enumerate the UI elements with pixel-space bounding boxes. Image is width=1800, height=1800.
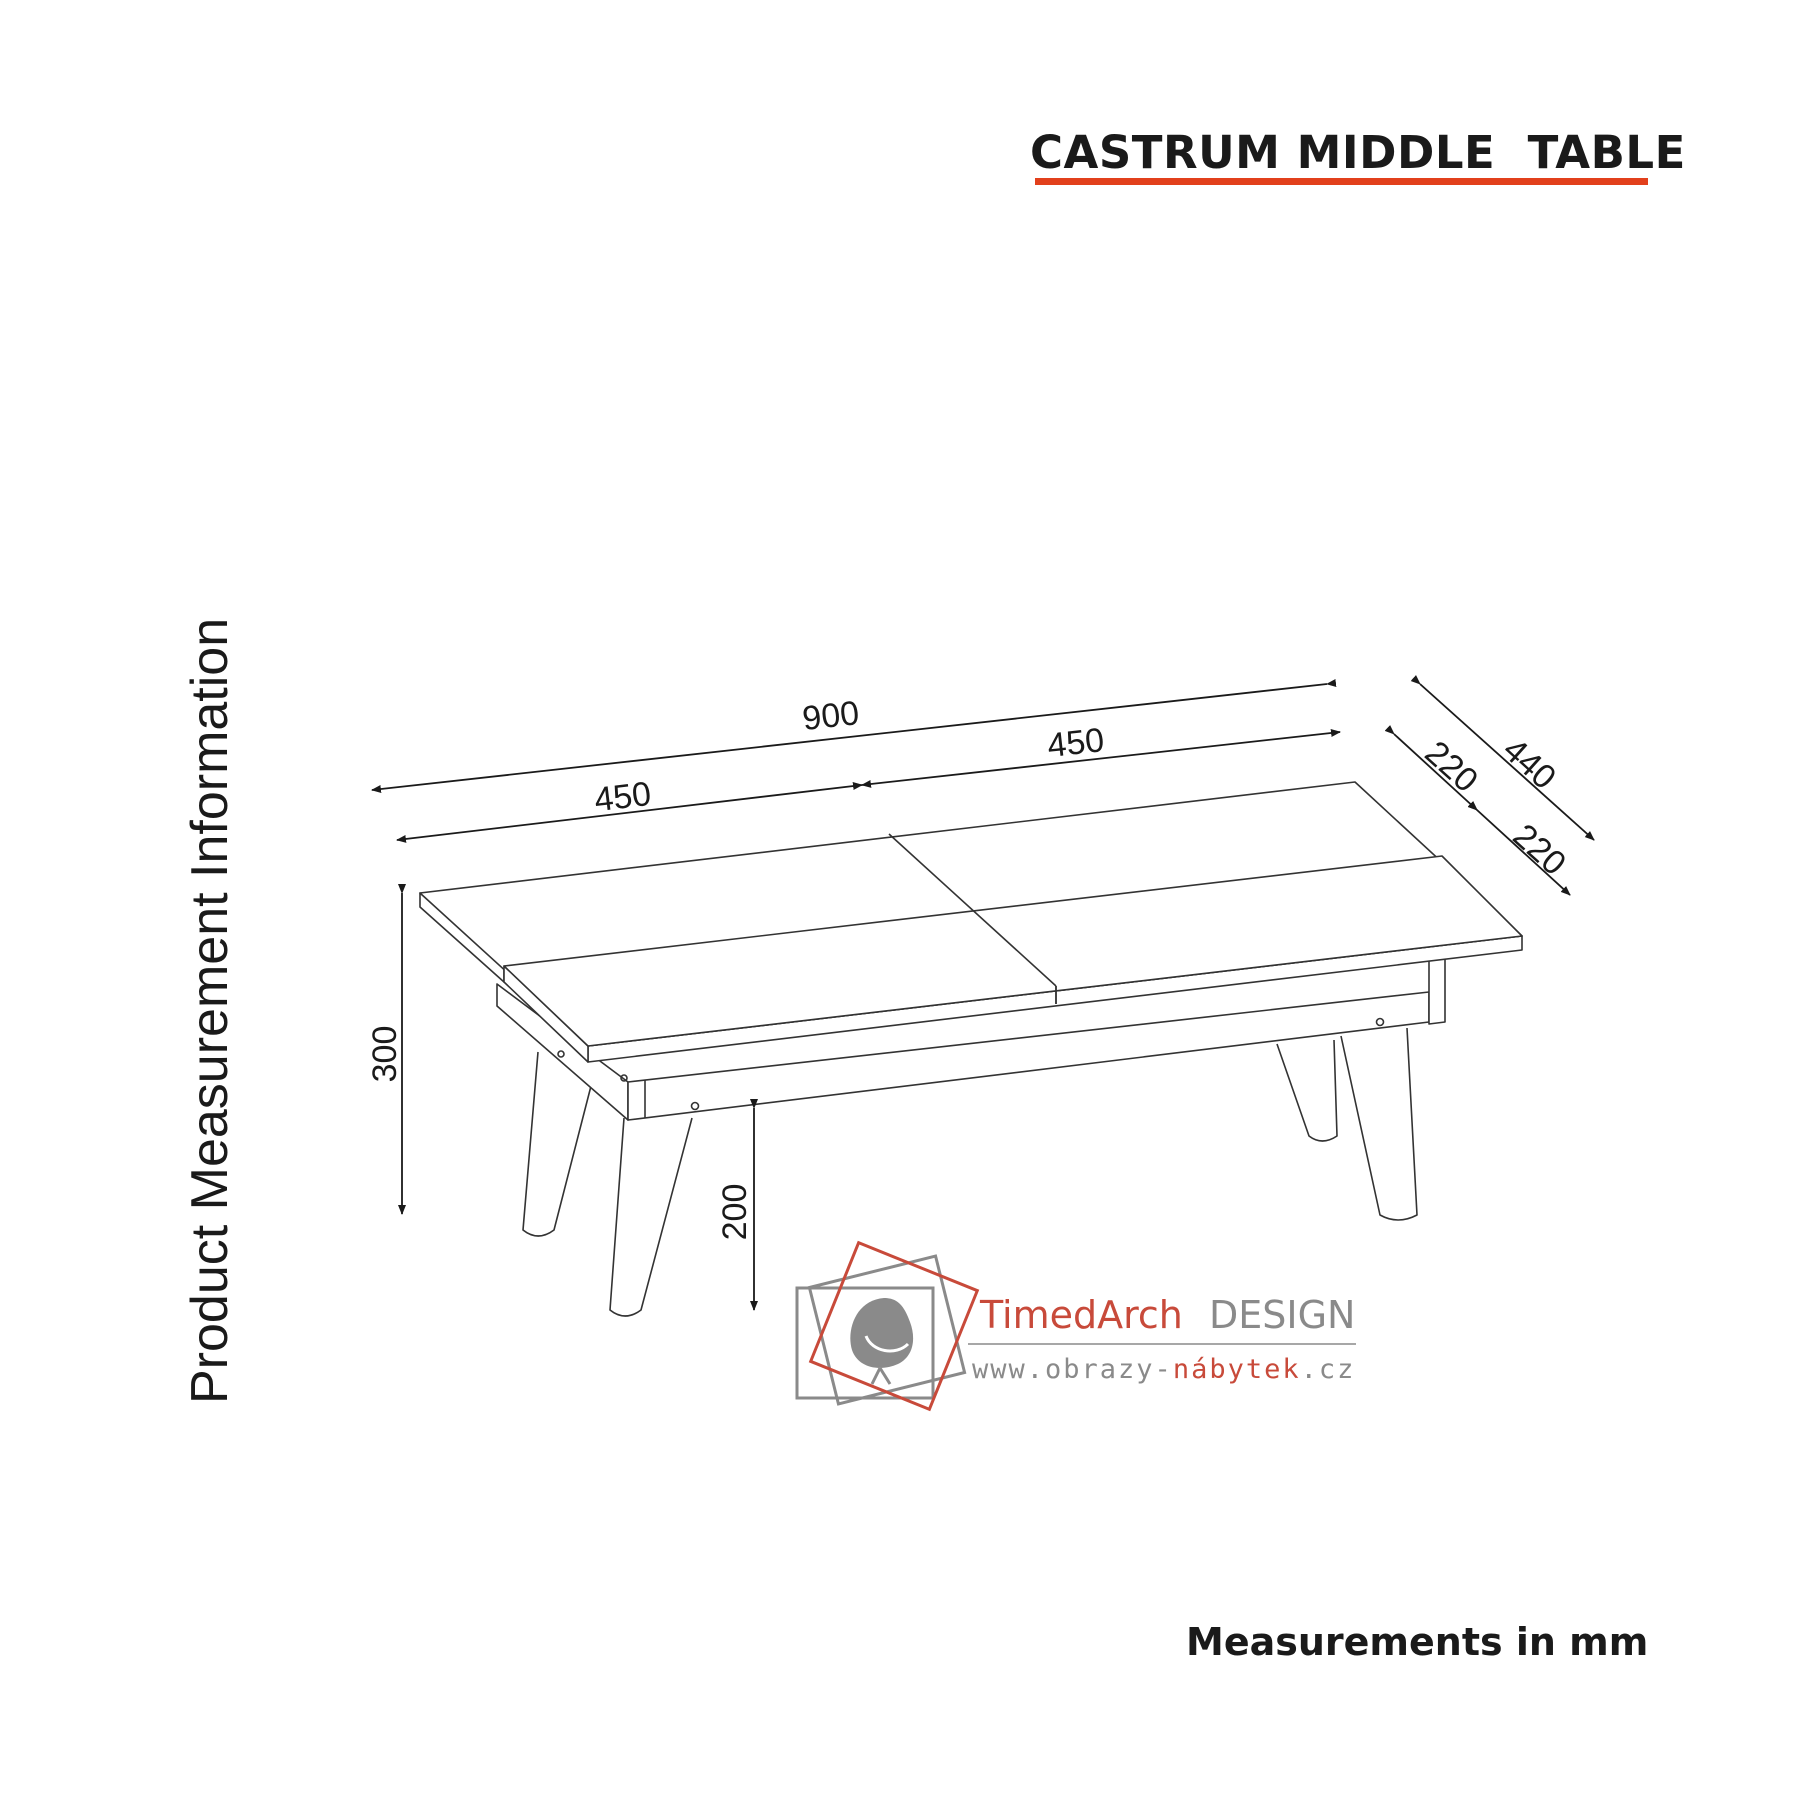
- table-drawing: [419, 781, 1523, 1317]
- side-heading: Product Measurement Information: [181, 617, 239, 1404]
- dimension-lines: [371, 675, 1595, 1311]
- product-title: CASTRUM MIDDLE TABLE: [1030, 126, 1686, 179]
- screw-hole: [620, 1074, 628, 1082]
- watermark: TimedArch DESIGN www.obrazy-nábytek.cz: [795, 1240, 1356, 1412]
- units-note: Measurements in mm: [1186, 1620, 1649, 1664]
- dim-line-left-section: [396, 779, 872, 843]
- dim-label-leg-height: 200: [716, 1184, 754, 1241]
- watermark-url-prefix: www.obrazy-: [972, 1354, 1173, 1385]
- watermark-brand-name: TimedArch: [979, 1293, 1183, 1337]
- dim-label-total-depth: 440: [1496, 731, 1564, 797]
- leg-front-left: [522, 1051, 592, 1237]
- svg-text:TimedArch DESIGN: TimedArch DESIGN: [979, 1293, 1355, 1337]
- watermark-url-brand: nábytek: [1173, 1354, 1301, 1385]
- leg-front-center: [609, 1117, 693, 1317]
- screw-hole: [557, 1050, 565, 1058]
- dim-line-total-length: [371, 679, 1337, 793]
- watermark-url-suffix: .cz: [1301, 1354, 1356, 1385]
- dim-label-total-length: 900: [801, 694, 862, 738]
- dim-label-total-height: 300: [366, 1026, 404, 1083]
- egg-chair-icon: [795, 1240, 980, 1412]
- dim-label-depth-front: 220: [1418, 734, 1486, 800]
- svg-text:www.obrazy-nábytek.cz: www.obrazy-nábytek.cz: [972, 1354, 1355, 1385]
- dim-line-depth-back: [1467, 800, 1571, 896]
- screw-hole: [1375, 1017, 1385, 1027]
- dim-label-depth-back: 220: [1506, 817, 1574, 883]
- leg-front-right: [1340, 1027, 1418, 1221]
- seam-center: [888, 833, 1057, 987]
- title-underline: [1035, 178, 1648, 185]
- apron-side-right: [1428, 955, 1446, 1025]
- dim-label-left-section: 450: [592, 775, 653, 819]
- watermark-brand-design: DESIGN: [1209, 1293, 1355, 1337]
- screw-hole: [690, 1101, 700, 1111]
- dim-line-right-section: [852, 729, 1341, 790]
- dim-label-right-section: 450: [1046, 721, 1107, 765]
- lift-panel: [503, 855, 1523, 1047]
- dim-line-depth-front: [1384, 724, 1478, 811]
- leg-back-right: [1276, 1039, 1338, 1142]
